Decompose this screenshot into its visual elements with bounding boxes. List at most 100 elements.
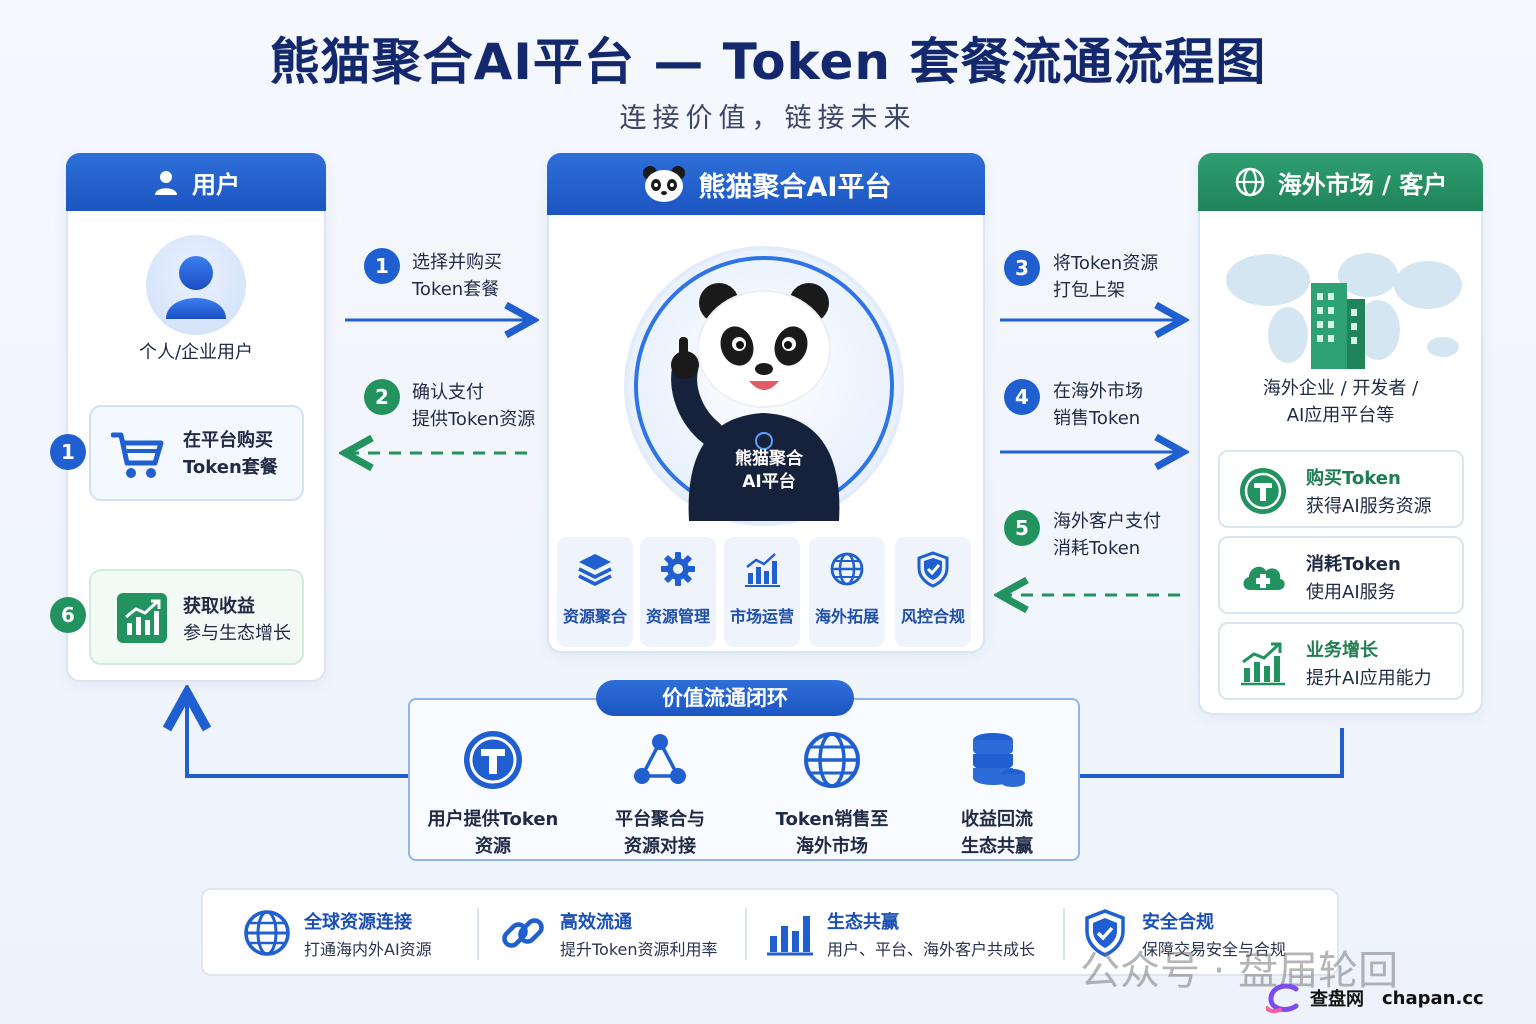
loop-item-line2: 资源对接 [624, 836, 696, 857]
loop-return-left [187, 697, 408, 778]
user-buy-line2: Token套餐 [183, 457, 278, 478]
site-domain: chapan.cc [1382, 987, 1484, 1009]
market-card-growth[interactable]: 业务增长 提升AI应用能力 [1218, 622, 1464, 700]
bottom-feature-desc: 保障交易安全与合规 [1142, 940, 1287, 959]
feature-market-operation[interactable]: 市场运营 [724, 537, 800, 647]
step-2-badge: 2 [364, 379, 400, 415]
loop-item-line1: 收益回流 [961, 809, 1033, 830]
bottom-feature-title: 安全合规 [1142, 912, 1214, 933]
user-earn-badge: 6 [50, 597, 86, 633]
page-title: 熊猫聚合AI平台 — Token 套餐流通流程图 [269, 33, 1267, 91]
shield-check-icon [1085, 909, 1125, 957]
gear-icon [661, 552, 695, 586]
globe-icon [244, 910, 290, 956]
network-icon [634, 734, 686, 784]
market-card-title: 消耗Token [1306, 554, 1401, 575]
growth-chart-icon [1241, 642, 1285, 686]
page-subtitle: 连接价值，链接未来 [619, 103, 917, 134]
market-clients-line2: AI应用平台等 [1286, 405, 1395, 426]
user-buy-badge: 1 [50, 434, 86, 470]
globe-icon [830, 552, 864, 586]
step-3-badge: 3 [1004, 250, 1040, 286]
bottom-feature-title: 全球资源连接 [304, 912, 412, 933]
loop-item-line1: 用户提供Token [427, 809, 559, 830]
panda-logo-icon [642, 166, 685, 202]
step-2-line1: 确认支付 [412, 382, 484, 403]
cart-icon [111, 432, 164, 478]
platform-panel-title: 熊猫聚合AI平台 [698, 171, 892, 203]
bottom-divider [745, 908, 747, 960]
bottom-divider [477, 908, 479, 960]
loop-item-overseas-sales: Token销售至 海外市场 [752, 728, 912, 860]
step-1-line2: Token套餐 [412, 279, 500, 300]
step-1-line1: 选择并购买 [412, 252, 502, 273]
value-loop-title: 价值流通闭环 [596, 680, 854, 716]
step-1-badge: 1 [364, 248, 400, 284]
user-avatar-icon [146, 235, 246, 335]
user-buy-line1: 在平台购买 [183, 430, 273, 451]
token-coin-icon [464, 731, 522, 789]
feature-overseas-expansion[interactable]: 海外拓展 [809, 537, 885, 647]
person-icon [155, 171, 177, 195]
loop-return-right [1080, 728, 1344, 778]
coin-stack-icon [973, 733, 1025, 787]
site-logo-icon [1266, 983, 1299, 1013]
feature-label: 海外拓展 [814, 607, 879, 626]
step-4-line2: 销售Token [1053, 408, 1141, 429]
market-panel-header: 海外市场 / 客户 [1198, 153, 1483, 211]
step-3-line1: 将Token资源 [1053, 253, 1159, 274]
layers-icon [578, 554, 612, 586]
platform-panel-header: 熊猫聚合AI平台 [547, 153, 985, 215]
site-badge[interactable]: 查盘网 chapan.cc [1266, 982, 1484, 1014]
cloud-icon [1243, 566, 1285, 590]
user-type-label: 个人/企业用户 [138, 342, 254, 363]
market-panel: 海外市场 / 客户 海外企业 / 开发者 / AI应用平台等 [1198, 153, 1483, 715]
bottom-feature-title: 高效流通 [560, 912, 632, 933]
market-card-desc: 提升AI应用能力 [1306, 668, 1432, 689]
token-coin-icon [1240, 468, 1286, 514]
site-name: 查盘网 [1310, 989, 1364, 1010]
market-card-desc: 使用AI服务 [1306, 582, 1396, 603]
step-3-line2: 打包上架 [1053, 280, 1125, 301]
feature-resource-management[interactable]: 资源管理 [640, 537, 716, 647]
globe-icon [804, 732, 860, 788]
bar-chart-icon [745, 553, 780, 587]
step-5-line2: 消耗Token [1053, 538, 1141, 559]
feature-label: 资源管理 [645, 607, 710, 626]
bar-chart-icon [767, 916, 813, 956]
loop-item-user-token: 用户提供Token 资源 [413, 728, 573, 860]
user-panel-header: 用户 [66, 153, 326, 211]
loop-item-platform: 平台聚合与 资源对接 [580, 728, 740, 860]
feature-label: 市场运营 [729, 607, 794, 626]
bottom-features-bar [201, 888, 1339, 976]
bottom-feature-desc: 提升Token资源利用率 [560, 940, 718, 959]
globe-icon [1235, 167, 1264, 197]
market-panel-title: 海外市场 / 客户 [1277, 170, 1448, 199]
loop-item-line2: 资源 [475, 836, 511, 857]
loop-item-line2: 生态共赢 [961, 836, 1033, 857]
feature-resource-aggregation[interactable]: 资源聚合 [557, 537, 633, 647]
market-clients-line1: 海外企业 / 开发者 / [1262, 378, 1419, 399]
user-panel-title: 用户 [192, 170, 240, 199]
market-card-title: 购买Token [1306, 468, 1401, 489]
loop-item-line1: Token销售至 [775, 809, 889, 830]
user-earn-card[interactable]: 获取收益 参与生态增长 [89, 569, 304, 665]
market-card-desc: 获得AI服务资源 [1306, 496, 1432, 517]
user-buy-card[interactable]: 在平台购买 Token套餐 [89, 405, 304, 501]
world-map-building-icon [1226, 253, 1462, 369]
feature-risk-compliance[interactable]: 风控合规 [895, 537, 971, 647]
step-4-badge: 4 [1004, 379, 1040, 415]
step-5-line1: 海外客户支付 [1053, 511, 1161, 532]
link-icon [502, 918, 544, 948]
shield-check-icon [917, 551, 949, 588]
mascot-shirt-line1: 熊猫聚合 [735, 449, 803, 469]
growth-chart-icon [117, 593, 167, 643]
market-card-consume[interactable]: 消耗Token 使用AI服务 [1218, 536, 1464, 614]
bottom-feature-desc: 打通海内外AI资源 [304, 940, 432, 959]
bottom-feature-desc: 用户、平台、海外客户共成长 [827, 940, 1036, 959]
market-card-buy[interactable]: 购买Token 获得AI服务资源 [1218, 450, 1464, 528]
feature-label: 资源聚合 [562, 607, 627, 626]
panda-mascot-icon [624, 246, 904, 526]
loop-item-line1: 平台聚合与 [615, 809, 705, 830]
market-card-title: 业务增长 [1306, 640, 1378, 661]
